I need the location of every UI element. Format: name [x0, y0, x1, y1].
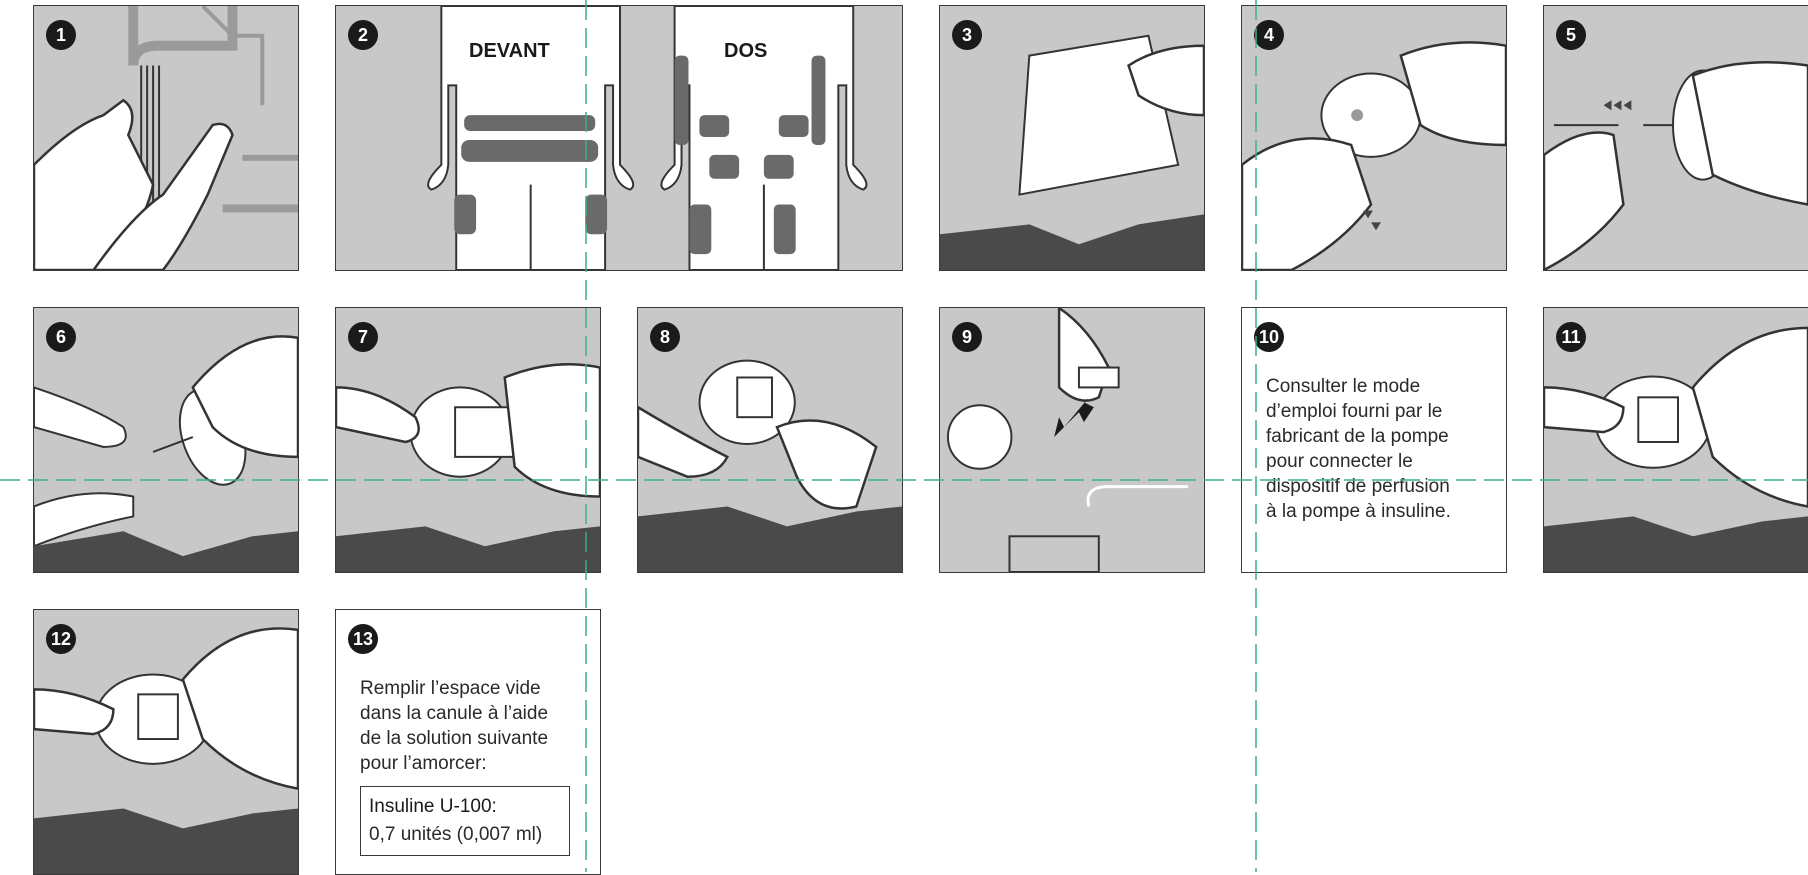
injection-sites-illustration	[336, 6, 902, 270]
step-10-instructions: Consulter le mode d’emploi fourni par le…	[1266, 374, 1451, 524]
front-label: DEVANT	[469, 40, 550, 63]
step-2-panel: 2 DEVANT DOS	[335, 5, 903, 271]
step-number: 8	[650, 322, 680, 352]
step-1-panel: 1	[33, 5, 299, 271]
insulin-dose: 0,7 unités (0,007 ml)	[369, 821, 561, 849]
remove-needle-guard-illustration	[1544, 6, 1808, 270]
step-11-panel: 11	[1543, 307, 1808, 573]
step-10-panel: 10 Consulter le mode d’emploi fourni par…	[1241, 307, 1507, 573]
step-6-panel: 6	[33, 307, 299, 573]
step-number: 6	[46, 322, 76, 352]
remove-introducer-illustration	[336, 308, 600, 572]
step-number: 4	[1254, 20, 1284, 50]
step-13-instructions: Remplir l’espace vide dans la canule à l…	[360, 676, 548, 776]
disconnect-tubing-illustration	[1544, 308, 1808, 572]
step-7-panel: 7	[335, 307, 601, 573]
prime-cannula-illustration	[34, 610, 298, 874]
step-number: 12	[46, 624, 76, 654]
step-13-panel: 13 Remplir l’espace vide dans la canule …	[335, 609, 601, 875]
step-number: 9	[952, 322, 982, 352]
step-3-panel: 3	[939, 5, 1205, 271]
back-label: DOS	[724, 40, 767, 63]
step-5-panel: 5	[1543, 5, 1808, 271]
step-number: 13	[348, 624, 378, 654]
step-number: 11	[1556, 322, 1586, 352]
step-4-panel: 4	[1241, 5, 1507, 271]
step-number: 7	[348, 322, 378, 352]
step-number: 5	[1556, 20, 1586, 50]
step-number: 1	[46, 20, 76, 50]
insert-needle-illustration	[34, 308, 298, 572]
alcohol-wipe-illustration	[940, 6, 1204, 270]
step-number: 10	[1254, 322, 1284, 352]
step-9-panel: 9	[939, 307, 1205, 573]
insulin-type: Insuline U-100:	[369, 793, 561, 821]
remove-cover-illustration	[1242, 6, 1506, 270]
step-number: 3	[952, 20, 982, 50]
step-number: 2	[348, 20, 378, 50]
hand-washing-illustration	[34, 6, 298, 270]
step-8-panel: 8	[637, 307, 903, 573]
smooth-adhesive-illustration	[638, 308, 902, 572]
insulin-dose-box: Insuline U-100: 0,7 unités (0,007 ml)	[360, 786, 570, 856]
connect-tubing-illustration	[940, 308, 1204, 572]
step-12-panel: 12	[33, 609, 299, 875]
